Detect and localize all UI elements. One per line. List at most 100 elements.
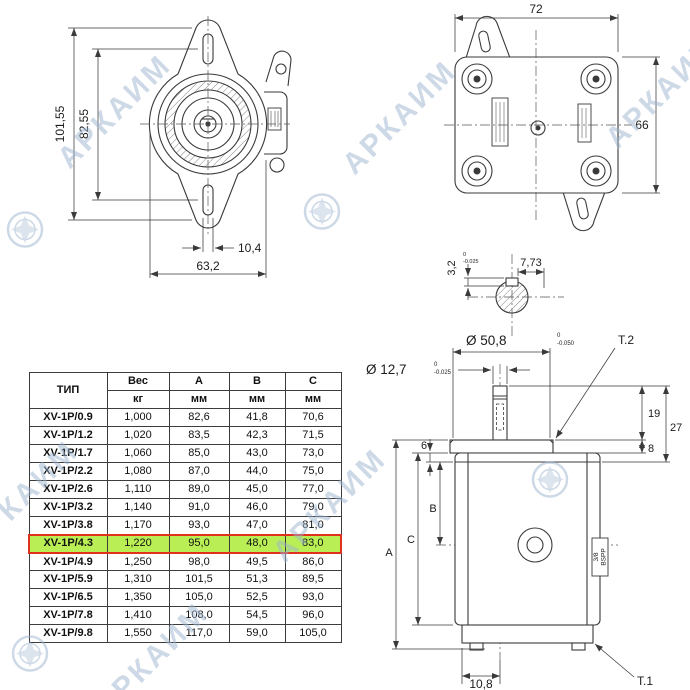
section-key-tol-lower: -0.025 xyxy=(463,259,479,265)
side-label-t1: Т.1 xyxy=(637,674,653,688)
side-geometry xyxy=(449,385,609,651)
front-view-dimensions xyxy=(68,27,267,278)
back-view-geometry xyxy=(454,15,619,232)
value-cell: 93,0 xyxy=(168,516,230,535)
value-cell: 1,140 xyxy=(106,498,170,517)
value-cell: 1,310 xyxy=(106,570,170,589)
side-boss-hole xyxy=(269,157,285,173)
value-cell: 79,0 xyxy=(284,498,342,517)
section-key-tol-upper: 0 xyxy=(463,252,466,258)
value-cell: 1,170 xyxy=(106,516,170,535)
type-cell: XV-1P/5.9 xyxy=(28,570,108,589)
side-shaft-tol-lower: -0.025 xyxy=(434,370,452,376)
value-cell: 59,0 xyxy=(228,624,286,643)
col-unit-c: мм xyxy=(284,390,342,409)
value-cell: 1,020 xyxy=(106,426,170,445)
type-cell: XV-1P/4.9 xyxy=(28,552,108,571)
side-dim-b: B xyxy=(429,503,436,515)
value-cell: 1,350 xyxy=(106,588,170,607)
value-cell: 71,5 xyxy=(284,426,342,445)
front-dim-width: 63,2 xyxy=(196,259,220,273)
value-cell: 75,0 xyxy=(284,462,342,481)
back-view-dimensions xyxy=(454,14,660,194)
value-cell: 42,3 xyxy=(228,426,286,445)
bottom-bolt-right xyxy=(571,642,586,651)
type-cell: XV-1P/2.6 xyxy=(28,480,108,499)
rear-plug xyxy=(530,120,546,136)
front-view-labels: 101,55 82,55 10,4 63,2 xyxy=(53,105,262,273)
back-view-centerlines xyxy=(444,30,632,222)
cover-joints xyxy=(467,453,588,625)
value-cell: 73,0 xyxy=(284,444,342,463)
type-cell: XV-1P/6.5 xyxy=(28,588,108,607)
corner-bolt-bosses xyxy=(461,63,612,187)
type-cell: XV-1P/3.8 xyxy=(28,516,108,535)
side-dim-shaft-dia: Ø 12,7 xyxy=(366,362,407,377)
value-cell: 45,0 xyxy=(228,480,286,499)
front-dim-overall-height: 101,55 xyxy=(53,105,67,142)
side-dim-c: C xyxy=(407,534,415,546)
side-dimensions xyxy=(392,347,670,684)
section-dimensions xyxy=(464,264,545,300)
side-view-drawing: Ø 50,8 0 -0.050 Т.2 Ø 12,7 0 -0.025 19 8… xyxy=(366,333,682,690)
value-cell: 1,080 xyxy=(106,462,170,481)
value-cell: 52,5 xyxy=(228,588,286,607)
port-size-line2: BSPP xyxy=(601,548,608,565)
type-cell: XV-1P/7.8 xyxy=(28,606,108,625)
nameplate-left-marks xyxy=(495,102,505,142)
value-cell: 54,5 xyxy=(228,606,286,625)
value-cell: 1,110 xyxy=(106,480,170,499)
value-cell: 91,0 xyxy=(168,498,230,517)
side-dim-19: 19 xyxy=(648,408,660,420)
side-dim-6: 6 xyxy=(421,440,427,452)
col-header-weight: Вес xyxy=(106,372,170,391)
value-cell: 98,0 xyxy=(168,552,230,571)
drive-shaft xyxy=(492,385,508,441)
section-dim-key-height: 3,2 xyxy=(446,260,458,275)
side-dim-spigot-dia: Ø 50,8 xyxy=(466,333,507,348)
value-cell: 101,5 xyxy=(168,570,230,589)
nameplate-right xyxy=(577,103,592,143)
side-labels: Ø 50,8 0 -0.050 Т.2 Ø 12,7 0 -0.025 19 8… xyxy=(366,333,682,690)
shaft-keyway-hidden xyxy=(496,403,504,431)
side-spigot-tol-upper: 0 xyxy=(557,333,561,339)
value-cell: 1,410 xyxy=(106,606,170,625)
value-cell: 1,220 xyxy=(106,533,170,554)
side-spigot-tol-lower: -0.050 xyxy=(557,341,575,347)
value-cell: 43,0 xyxy=(228,444,286,463)
nameplate-small xyxy=(267,107,282,131)
value-cell: 1,550 xyxy=(106,624,170,643)
type-cell: XV-1P/3.2 xyxy=(28,498,108,517)
keyway-notch xyxy=(505,277,519,287)
side-dim-8: 8 xyxy=(648,443,654,455)
side-port-bore xyxy=(526,536,544,554)
value-cell: 77,0 xyxy=(284,480,342,499)
back-view-drawing: 72 66 xyxy=(444,2,660,232)
value-cell: 49,5 xyxy=(228,552,286,571)
front-dim-slot-span: 82,55 xyxy=(77,109,91,139)
col-unit-weight: кг xyxy=(106,390,170,409)
type-cell: XV-1P/9.8 xyxy=(28,624,108,643)
side-port xyxy=(517,527,553,563)
value-cell: 1,250 xyxy=(106,552,170,571)
bottom-cover xyxy=(461,624,594,644)
ear-top-slot xyxy=(478,30,491,53)
nameplate-right-marks xyxy=(581,108,587,138)
col-header-c: С xyxy=(284,372,342,391)
ear-bottom-slot xyxy=(576,197,589,220)
value-cell: 83,0 xyxy=(284,533,342,554)
col-unit-b: мм xyxy=(228,390,286,409)
type-cell: XV-1P/1.7 xyxy=(28,444,108,463)
value-cell: 48,0 xyxy=(228,533,286,554)
